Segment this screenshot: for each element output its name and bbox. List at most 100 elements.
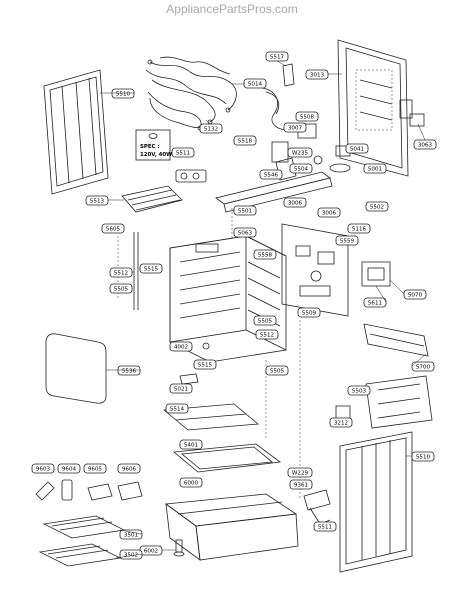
label-5505-b: 5505: [253, 315, 277, 326]
label-5512-a: 5512: [109, 267, 133, 278]
label-5070: 5070: [403, 289, 427, 300]
label-3007: 3007: [283, 122, 307, 133]
svg-text:9604: 9604: [62, 467, 77, 473]
label-5558: 5558: [253, 249, 277, 260]
bottom-rail: [363, 323, 429, 357]
spec-line-1: SPEC :: [140, 144, 160, 150]
svg-text:9603: 9603: [36, 467, 51, 473]
door-glass: [45, 333, 107, 404]
label-9361: 9361: [289, 479, 313, 490]
label-5401: 5401: [179, 439, 203, 450]
label-9605: 9605: [83, 463, 107, 474]
label-5001: 5001: [363, 163, 387, 174]
svg-text:5611: 5611: [368, 301, 383, 307]
label-5514: 5514: [165, 403, 189, 414]
svg-text:5502: 5502: [370, 205, 384, 211]
label-5512-b: 5512: [255, 329, 279, 340]
leveling-leg: [173, 539, 185, 557]
label-5605: 5605: [101, 223, 125, 234]
svg-text:5513: 5513: [90, 199, 105, 205]
part-5014: [261, 87, 289, 131]
svg-text:5505: 5505: [258, 319, 273, 325]
label-3006-b: 3006: [317, 207, 341, 218]
cabinet-back-panel: [337, 39, 425, 177]
label-5021: 5021: [169, 383, 193, 394]
label-5611: 5611: [363, 297, 387, 308]
svg-text:5512: 5512: [114, 271, 128, 277]
label-5517: 5517: [265, 51, 289, 62]
svg-text:5501: 5501: [238, 209, 253, 215]
svg-text:6000: 6000: [184, 481, 199, 487]
label-5504: 5504: [289, 163, 313, 174]
drawer-hinge: [303, 489, 331, 525]
svg-text:5401: 5401: [184, 443, 199, 449]
oven-rack-upper: [162, 403, 260, 431]
svg-text:3006: 3006: [288, 201, 303, 207]
label-3006-a: 3006: [283, 197, 307, 208]
label-5510-upper: 5510: [111, 88, 135, 99]
part-5517: [282, 63, 295, 87]
svg-text:5517: 5517: [270, 55, 285, 61]
label-9604: 9604: [57, 463, 81, 474]
svg-text:5504: 5504: [294, 167, 309, 173]
svg-text:5514: 5514: [170, 407, 185, 413]
svg-text:3212: 3212: [334, 421, 348, 427]
svg-text:5001: 5001: [368, 167, 383, 173]
svg-text:3007: 3007: [288, 126, 303, 132]
label-5536: 5536: [117, 365, 141, 376]
watermark: AppliancePartsPros.com: [166, 2, 298, 16]
left-side-rod: [133, 232, 139, 310]
vent-duct: [215, 171, 333, 213]
label-5513: 5513: [85, 195, 109, 206]
wire-harness: [145, 56, 237, 131]
svg-text:9605: 9605: [88, 467, 103, 473]
label-6000: 6000: [179, 477, 203, 488]
label-5508: 5508: [295, 111, 319, 122]
svg-text:W235: W235: [292, 151, 309, 157]
label-3501: 3501: [119, 529, 143, 540]
svg-text:9606: 9606: [122, 467, 137, 473]
svg-text:3013: 3013: [310, 73, 325, 79]
label-5014: 5014: [243, 78, 267, 89]
label-3212: 3212: [329, 417, 353, 428]
svg-text:5536: 5536: [122, 369, 137, 375]
label-5515-b: 5515: [193, 359, 217, 370]
small-fasteners: [179, 342, 210, 385]
svg-text:5559: 5559: [340, 239, 355, 245]
label-9606: 9606: [117, 463, 141, 474]
label-6002: 6002: [139, 545, 163, 556]
label-5502: 5502: [365, 201, 389, 212]
label-4002: 4002: [169, 341, 193, 352]
svg-text:5515: 5515: [198, 363, 213, 369]
svg-text:5116: 5116: [352, 227, 367, 233]
svg-text:5508: 5508: [300, 115, 315, 121]
door-inner-panel-lower: [339, 431, 413, 573]
label-5116: 5116: [347, 223, 371, 234]
oven-lamp-assembly: [175, 169, 207, 183]
svg-text:5605: 5605: [106, 227, 121, 233]
storage-drawer: [164, 493, 299, 561]
svg-text:3501: 3501: [124, 533, 139, 539]
label-9603: 9603: [31, 463, 55, 474]
svg-text:5546: 5546: [264, 173, 279, 179]
svg-text:5518: 5518: [238, 139, 253, 145]
label-5700: 5700: [411, 361, 435, 372]
label-5510-lower: 5510: [411, 451, 435, 462]
svg-text:5509: 5509: [302, 311, 317, 317]
label-5132: 5132: [199, 123, 223, 134]
svg-text:4002: 4002: [174, 345, 188, 351]
label-5509: 5509: [297, 307, 321, 318]
svg-text:5041: 5041: [350, 147, 365, 153]
accessories: [35, 479, 143, 501]
svg-text:5063: 5063: [238, 231, 253, 237]
svg-text:W229: W229: [292, 471, 309, 477]
svg-text:5510: 5510: [116, 92, 131, 98]
label-W229: W229: [287, 467, 313, 478]
label-5063: 5063: [233, 227, 257, 238]
svg-text:5511: 5511: [318, 525, 333, 531]
label-5503: 5503: [347, 385, 371, 396]
label-5511-lower: 5511: [313, 521, 337, 532]
spec-line-2: 120V, 40W: [140, 152, 172, 158]
label-5505-c: 5505: [265, 365, 289, 376]
